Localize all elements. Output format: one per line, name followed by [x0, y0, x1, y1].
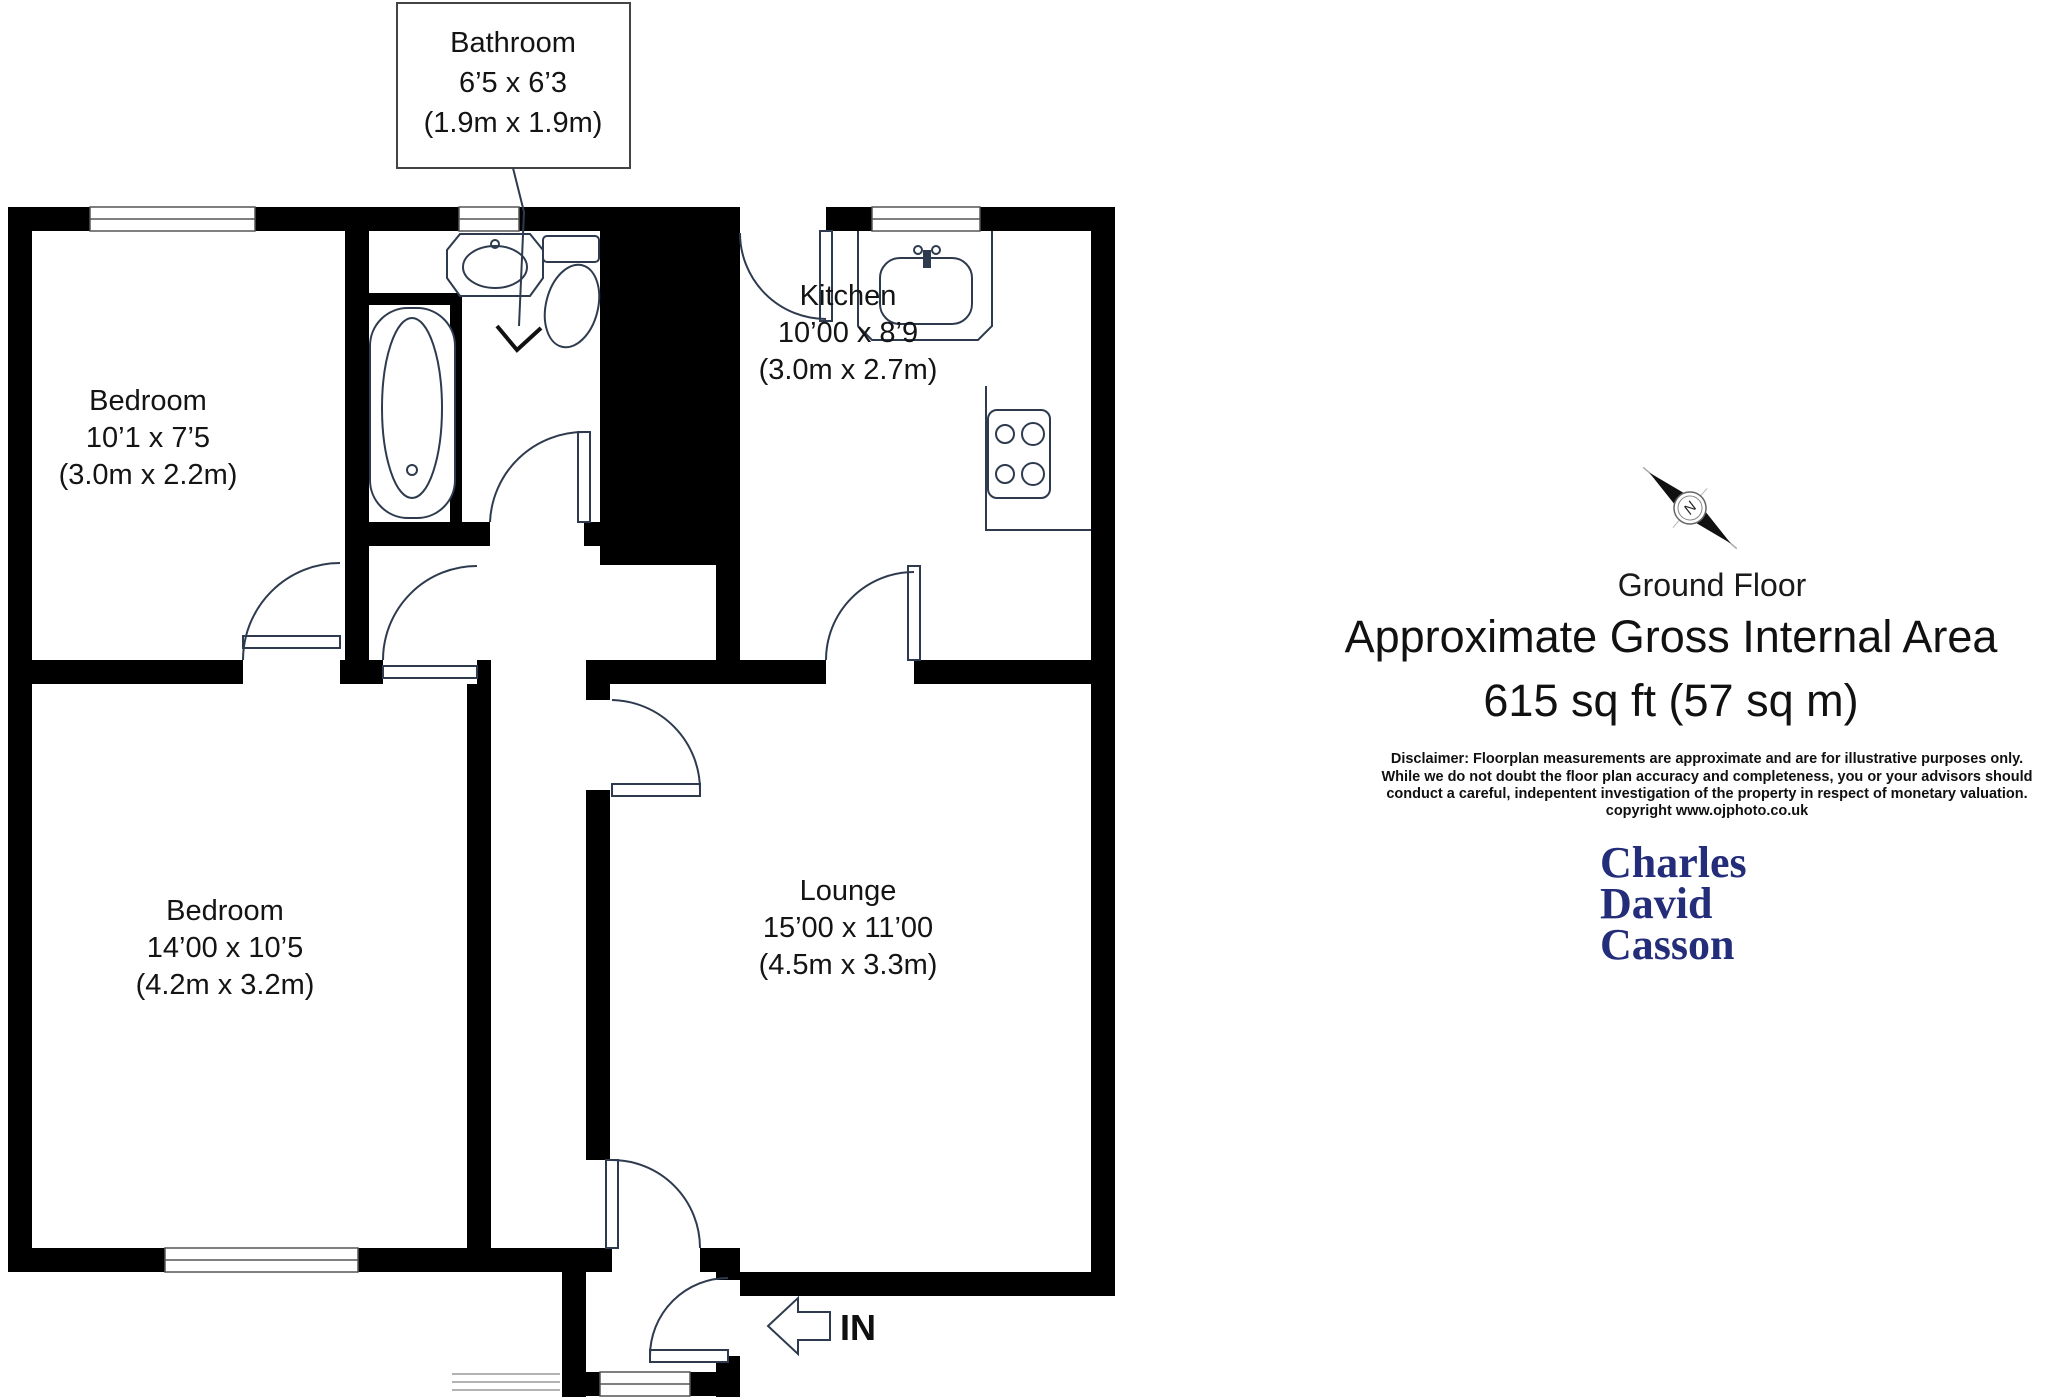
floor-title: Ground Floor [1618, 567, 1807, 603]
bedroom1-name: Bedroom [89, 385, 207, 417]
disclaimer: Disclaimer: Floorplan measurements are a… [1382, 751, 2033, 819]
windows [89, 206, 981, 1397]
door-openings [243, 207, 914, 1356]
fixtures [369, 231, 1091, 1391]
porch-door [649, 1277, 729, 1363]
callout-dims-m: (1.9m x 1.9m) [424, 107, 603, 139]
lounge-label: Lounge 15’00 x 11’00 (4.5m x 3.3m) [759, 875, 938, 981]
bathroom-door [489, 430, 591, 523]
kitchen-label: Kitchen 10’00 x 8’9 (3.0m x 2.7m) [759, 280, 938, 386]
info-block: Ground Floor Approximate Gross Internal … [1345, 567, 2033, 969]
wash-basin-icon [446, 233, 544, 297]
logo-line-3: Casson [1600, 920, 1735, 969]
callout-arrowhead-icon [495, 324, 543, 353]
in-arrow-icon [766, 1295, 831, 1357]
lounge-name: Lounge [800, 875, 897, 907]
in-label: IN [840, 1307, 876, 1348]
bedroom2-label: Bedroom 14’00 x 10’5 (4.2m x 3.2m) [136, 895, 315, 1001]
bedroom1-dims-m: (3.0m x 2.2m) [59, 459, 238, 491]
bedroom1-dims-ft: 10’1 x 7’5 [86, 422, 210, 454]
lounge-door [611, 699, 701, 797]
logo-line-1: Charles [1600, 838, 1747, 887]
bathtub-icon [369, 307, 456, 519]
agency-logo: Charles David Casson [1600, 838, 1747, 969]
logo-line-2: David [1600, 879, 1712, 928]
bedroom2-name: Bedroom [166, 895, 284, 927]
bedroom2-door [382, 565, 478, 679]
bedroom2-window [164, 1247, 359, 1273]
entrance-steps [452, 1373, 560, 1391]
kitchen-name: Kitchen [800, 280, 897, 312]
room-labels: Bedroom 10’1 x 7’5 (3.0m x 2.2m) Kitchen… [59, 280, 938, 1001]
bedroom1-window [89, 206, 256, 232]
area-value: 615 sq ft (57 sq m) [1483, 675, 1858, 726]
front-door [605, 1159, 701, 1249]
rear-door [739, 230, 833, 322]
callout-room-name: Bathroom [450, 27, 576, 59]
area-title: Approximate Gross Internal Area [1345, 611, 1999, 662]
disclaimer-line-3: conduct a careful, indepentent investiga… [1386, 786, 2027, 802]
hob-icon [985, 386, 1091, 531]
disclaimer-line-4: copyright www.ojphoto.co.uk [1606, 803, 1809, 819]
bedroom2-dims-m: (4.2m x 3.2m) [136, 969, 315, 1001]
porch-window [599, 1371, 691, 1397]
kitchen-dims-m: (3.0m x 2.7m) [759, 354, 938, 386]
kitchen-sink-icon [857, 231, 993, 341]
doors [242, 230, 921, 1363]
kitchen-dims-ft: 10’00 x 8’9 [778, 317, 918, 349]
kitchen-door [825, 565, 921, 661]
lounge-dims-ft: 15’00 x 11’00 [763, 912, 933, 944]
toilet-icon [542, 235, 601, 349]
bathroom-callout: Bathroom 6’5 x 6’3 (1.9m x 1.9m) [396, 2, 631, 353]
bedroom2-dims-ft: 14’00 x 10’5 [147, 932, 303, 964]
disclaimer-line-1: Disclaimer: Floorplan measurements are a… [1391, 751, 2023, 767]
disclaimer-line-2: While we do not doubt the floor plan acc… [1382, 769, 2033, 785]
bedroom1-door [242, 562, 341, 661]
bathroom-window [458, 206, 520, 232]
bedroom1-label: Bedroom 10’1 x 7’5 (3.0m x 2.2m) [59, 385, 238, 491]
callout-dims-ft: 6’5 x 6’3 [459, 67, 567, 99]
callout-box [396, 2, 631, 169]
kitchen-window [871, 206, 981, 232]
entrance-marker: IN [766, 1295, 876, 1357]
compass-icon: N [1642, 466, 1738, 550]
lounge-dims-m: (4.5m x 3.3m) [759, 949, 938, 981]
